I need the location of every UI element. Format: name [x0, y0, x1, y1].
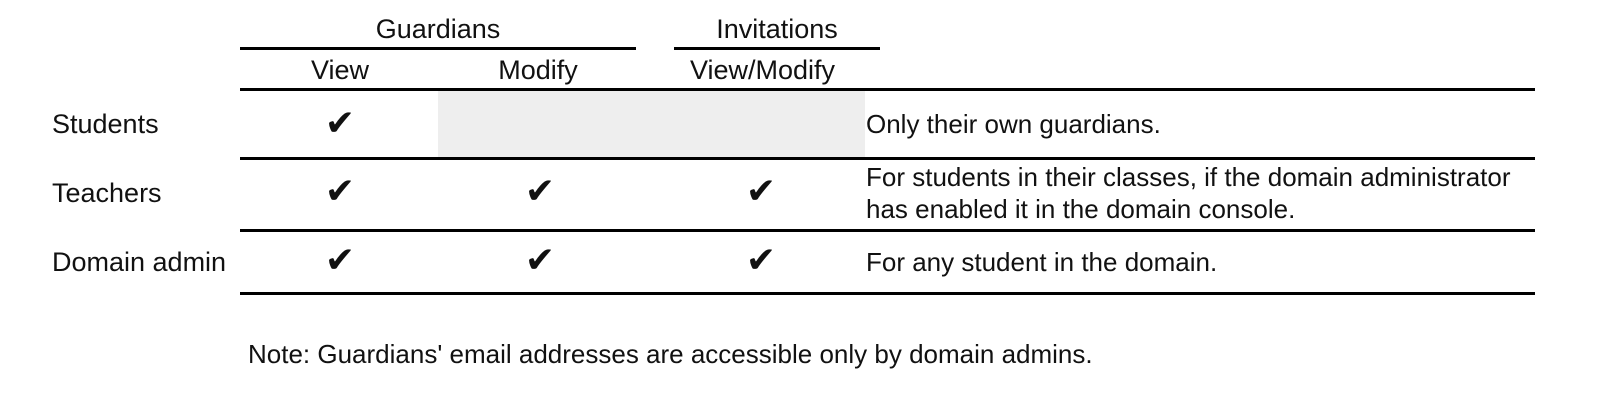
group-rule-guardians [240, 47, 636, 50]
description-students-line-1: Only their own guardians. [866, 109, 1161, 139]
check-icon-domain-admin-guardians-view: ✔ [324, 240, 356, 281]
table-rule-header-bottom [240, 88, 1535, 91]
row-label-domain-admin: Domain admin [52, 247, 227, 277]
description-teachers-line-1: For students in their classes, if the do… [866, 162, 1511, 192]
row-label-teachers: Teachers [52, 178, 162, 208]
description-teachers: For students in their classes, if the do… [866, 161, 1516, 225]
column-header-guardians-modify: Modify [498, 55, 578, 85]
group-header-guardians: Guardians [375, 14, 501, 44]
footnote-note: Note: Guardians' email addresses are acc… [248, 339, 1093, 369]
table-rule-bottom [240, 292, 1535, 295]
column-header-guardians-view: View [310, 55, 370, 85]
column-header-invitations-view-modify: View/Modify [689, 55, 836, 85]
description-domain-admin-line-1: For any student in the domain. [866, 247, 1218, 277]
row-label-students: Students [52, 109, 159, 139]
description-teachers-line-2: has enabled it in the domain console. [866, 194, 1296, 224]
check-icon-domain-admin-invitations-view-modify: ✔ [745, 240, 777, 281]
check-icon-teachers-guardians-modify: ✔ [524, 171, 556, 212]
description-domain-admin: For any student in the domain. [866, 246, 1516, 278]
group-rule-invitations [674, 47, 880, 50]
check-icon-teachers-invitations-view-modify: ✔ [745, 171, 777, 212]
table-rule-after-students [240, 157, 1535, 160]
group-header-invitations: Invitations [716, 14, 838, 44]
check-icon-teachers-guardians-view: ✔ [324, 171, 356, 212]
check-icon-domain-admin-guardians-modify: ✔ [524, 240, 556, 281]
check-icon-students-guardians-view: ✔ [324, 103, 356, 144]
cell-students-modify-disabled [438, 91, 865, 157]
description-students: Only their own guardians. [866, 108, 1516, 140]
table-rule-after-teachers [240, 229, 1535, 232]
